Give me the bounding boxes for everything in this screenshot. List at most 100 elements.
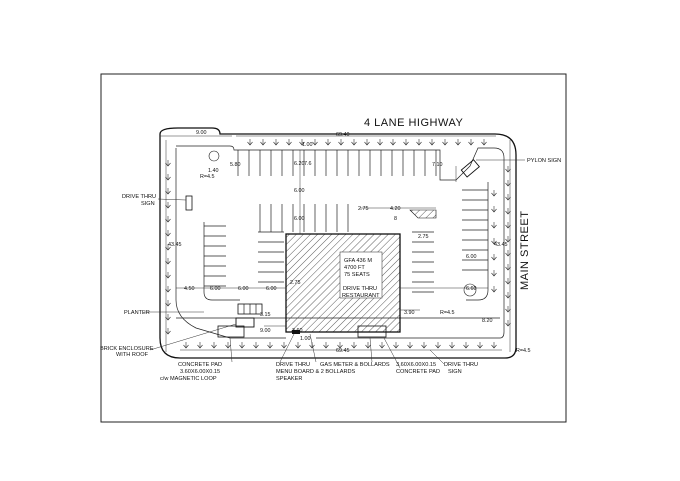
- landscape-tree-symbol: [403, 139, 409, 146]
- landscape-tree-symbol: [477, 342, 483, 349]
- dim-2-75-right: 2.75: [418, 234, 429, 240]
- landscape-tree-symbol: [491, 254, 497, 261]
- landscape-tree-symbol: [491, 206, 497, 213]
- landscape-tree-symbol: [312, 139, 318, 146]
- dim-6-60: 6.60: [466, 286, 477, 292]
- landscape-tree-symbol: [197, 342, 203, 349]
- landscape-tree-symbol: [239, 342, 245, 349]
- dim-r4-5-bottom: R=4.5: [516, 348, 531, 354]
- landscape-tree-symbol: [165, 160, 171, 167]
- landscape-tree-symbol: [491, 342, 497, 349]
- landscape-tree-symbol: [183, 342, 189, 349]
- dim-2-75-mid: 2.75: [290, 280, 301, 286]
- building-seats: 75 SEATS: [344, 272, 370, 278]
- concrete-pad-right: [357, 325, 387, 338]
- drive-thru-sign-label: DRIVE THRU: [122, 194, 156, 200]
- dim-3-15: 3.15: [260, 312, 271, 318]
- dim-9-00-top: 9.00: [196, 130, 207, 136]
- brick-enclosure-label: BRICK ENCLOSURE: [100, 346, 154, 352]
- landscape-tree-symbol: [273, 139, 279, 146]
- dim-9-00-bottom: 9.00: [260, 328, 271, 334]
- landscape-tree-symbol: [211, 342, 217, 349]
- dim-3-90: 3.90: [404, 310, 415, 316]
- landscape-tree-symbol: [165, 286, 171, 293]
- landscape-tree-symbol: [429, 139, 435, 146]
- dim-4-20: 4.20: [390, 206, 401, 212]
- landscape-tree-symbol: [165, 244, 171, 251]
- pylon-sign-label: PYLON SIGN: [527, 158, 561, 164]
- building-type: DRIVE THRU: [343, 286, 377, 292]
- dim-6-00-h2: 6.00: [238, 286, 249, 292]
- drive-thru-sign-label-2: SIGN: [141, 201, 155, 207]
- radius-marker-topleft: [208, 150, 220, 162]
- dim-1-00-bottom: 1.00: [300, 336, 311, 342]
- landscape-tree-symbol: [365, 342, 371, 349]
- pylon-sign: [460, 159, 480, 178]
- dim-6-00-h1: 6.00: [210, 286, 221, 292]
- landscape-tree-symbol: [165, 202, 171, 209]
- landscape-tree-symbol: [377, 139, 383, 146]
- concrete-pad-left-label: CONCRETE PAD: [178, 362, 222, 368]
- dim-1-00-top: 1.00: [302, 142, 313, 148]
- landscape-tree-symbol: [337, 342, 343, 349]
- building-type-2: RESTAURANT: [342, 293, 380, 299]
- landscape-tree-symbol: [455, 139, 461, 146]
- concrete-pad-right-label: CONCRETE PAD: [396, 369, 440, 375]
- landscape-tree-symbol: [505, 264, 511, 271]
- landscape-tree-symbol: [390, 139, 396, 146]
- dim-43-45-left: 43.45: [168, 242, 182, 248]
- dim-6-00-right: 6.00: [466, 254, 477, 260]
- landscape-tree-symbol: [416, 139, 422, 146]
- dim-r4-5-topleft: R=4.5: [200, 174, 215, 180]
- landscape-tree-symbol: [505, 306, 511, 313]
- left-island: [203, 222, 240, 301]
- landscape-tree-symbol: [491, 270, 497, 277]
- landscape-tree-symbol: [338, 139, 344, 146]
- landscape-tree-symbol: [379, 342, 385, 349]
- radius-marker-right: [463, 283, 477, 297]
- landscape-tree-symbol: [295, 342, 301, 349]
- menu-board-label-2: MENU BOARD & 2 BOLLARDS: [276, 369, 356, 375]
- landscape-tree-symbol: [323, 342, 329, 349]
- landscape-tree-symbol: [481, 139, 487, 146]
- landscape-tree-symbol: [165, 272, 171, 279]
- sheet-border: [100, 73, 567, 423]
- dim-6-00-v1: 6.00: [294, 188, 305, 194]
- landscape-tree-symbol: [165, 188, 171, 195]
- landscape-tree-symbol: [505, 194, 511, 201]
- landscape-tree-symbol: [505, 278, 511, 285]
- landscape-tree-symbol: [247, 139, 253, 146]
- landscape-tree-symbol: [225, 342, 231, 349]
- dim-8-20: 8.20: [482, 318, 493, 324]
- dim-8: 8: [394, 216, 397, 222]
- dim-4-50: 4.50: [184, 286, 195, 292]
- landscape-tree-symbol: [267, 342, 273, 349]
- dim-r4-5-right: R=4.5: [440, 310, 455, 316]
- landscape-tree-symbol: [505, 292, 511, 299]
- landscape-tree-symbol: [505, 236, 511, 243]
- drive-thru-sign-top: [185, 195, 193, 211]
- landscape-tree-symbol: [165, 328, 171, 335]
- dim-69-45: 69.45: [336, 348, 350, 354]
- landscape-tree-symbol: [299, 139, 305, 146]
- drive-thru-sign-bottom-label: DRIVE THRU: [444, 362, 478, 368]
- dim-1-40: 1.40: [208, 168, 219, 174]
- landscape-tree-symbol: [505, 208, 511, 215]
- drive-thru-arrow: [409, 209, 437, 219]
- planter-label: PLANTER: [124, 310, 150, 316]
- speaker-label: SPEAKER: [276, 376, 302, 382]
- landscape-tree-symbol: [281, 342, 287, 349]
- building-gfa: GFA 436 M: [344, 258, 372, 264]
- landscape-tree-symbol: [421, 342, 427, 349]
- landscape-tree-symbol: [351, 342, 357, 349]
- landscape-tree-symbol: [491, 190, 497, 197]
- landscape-symbols: [165, 139, 511, 349]
- landscape-tree-symbol: [165, 216, 171, 223]
- brick-enclosure-label-2: WITH ROOF: [116, 352, 149, 358]
- dim-43-45-right: 43.45: [494, 242, 508, 248]
- landscape-tree-symbol: [435, 342, 441, 349]
- gas-meter-label: GAS METER & BOLLARDS: [320, 362, 390, 368]
- dim-2-75-top: 2.75: [358, 206, 369, 212]
- magnetic-loop-label: c/w MAGNETIC LOOP: [160, 376, 217, 382]
